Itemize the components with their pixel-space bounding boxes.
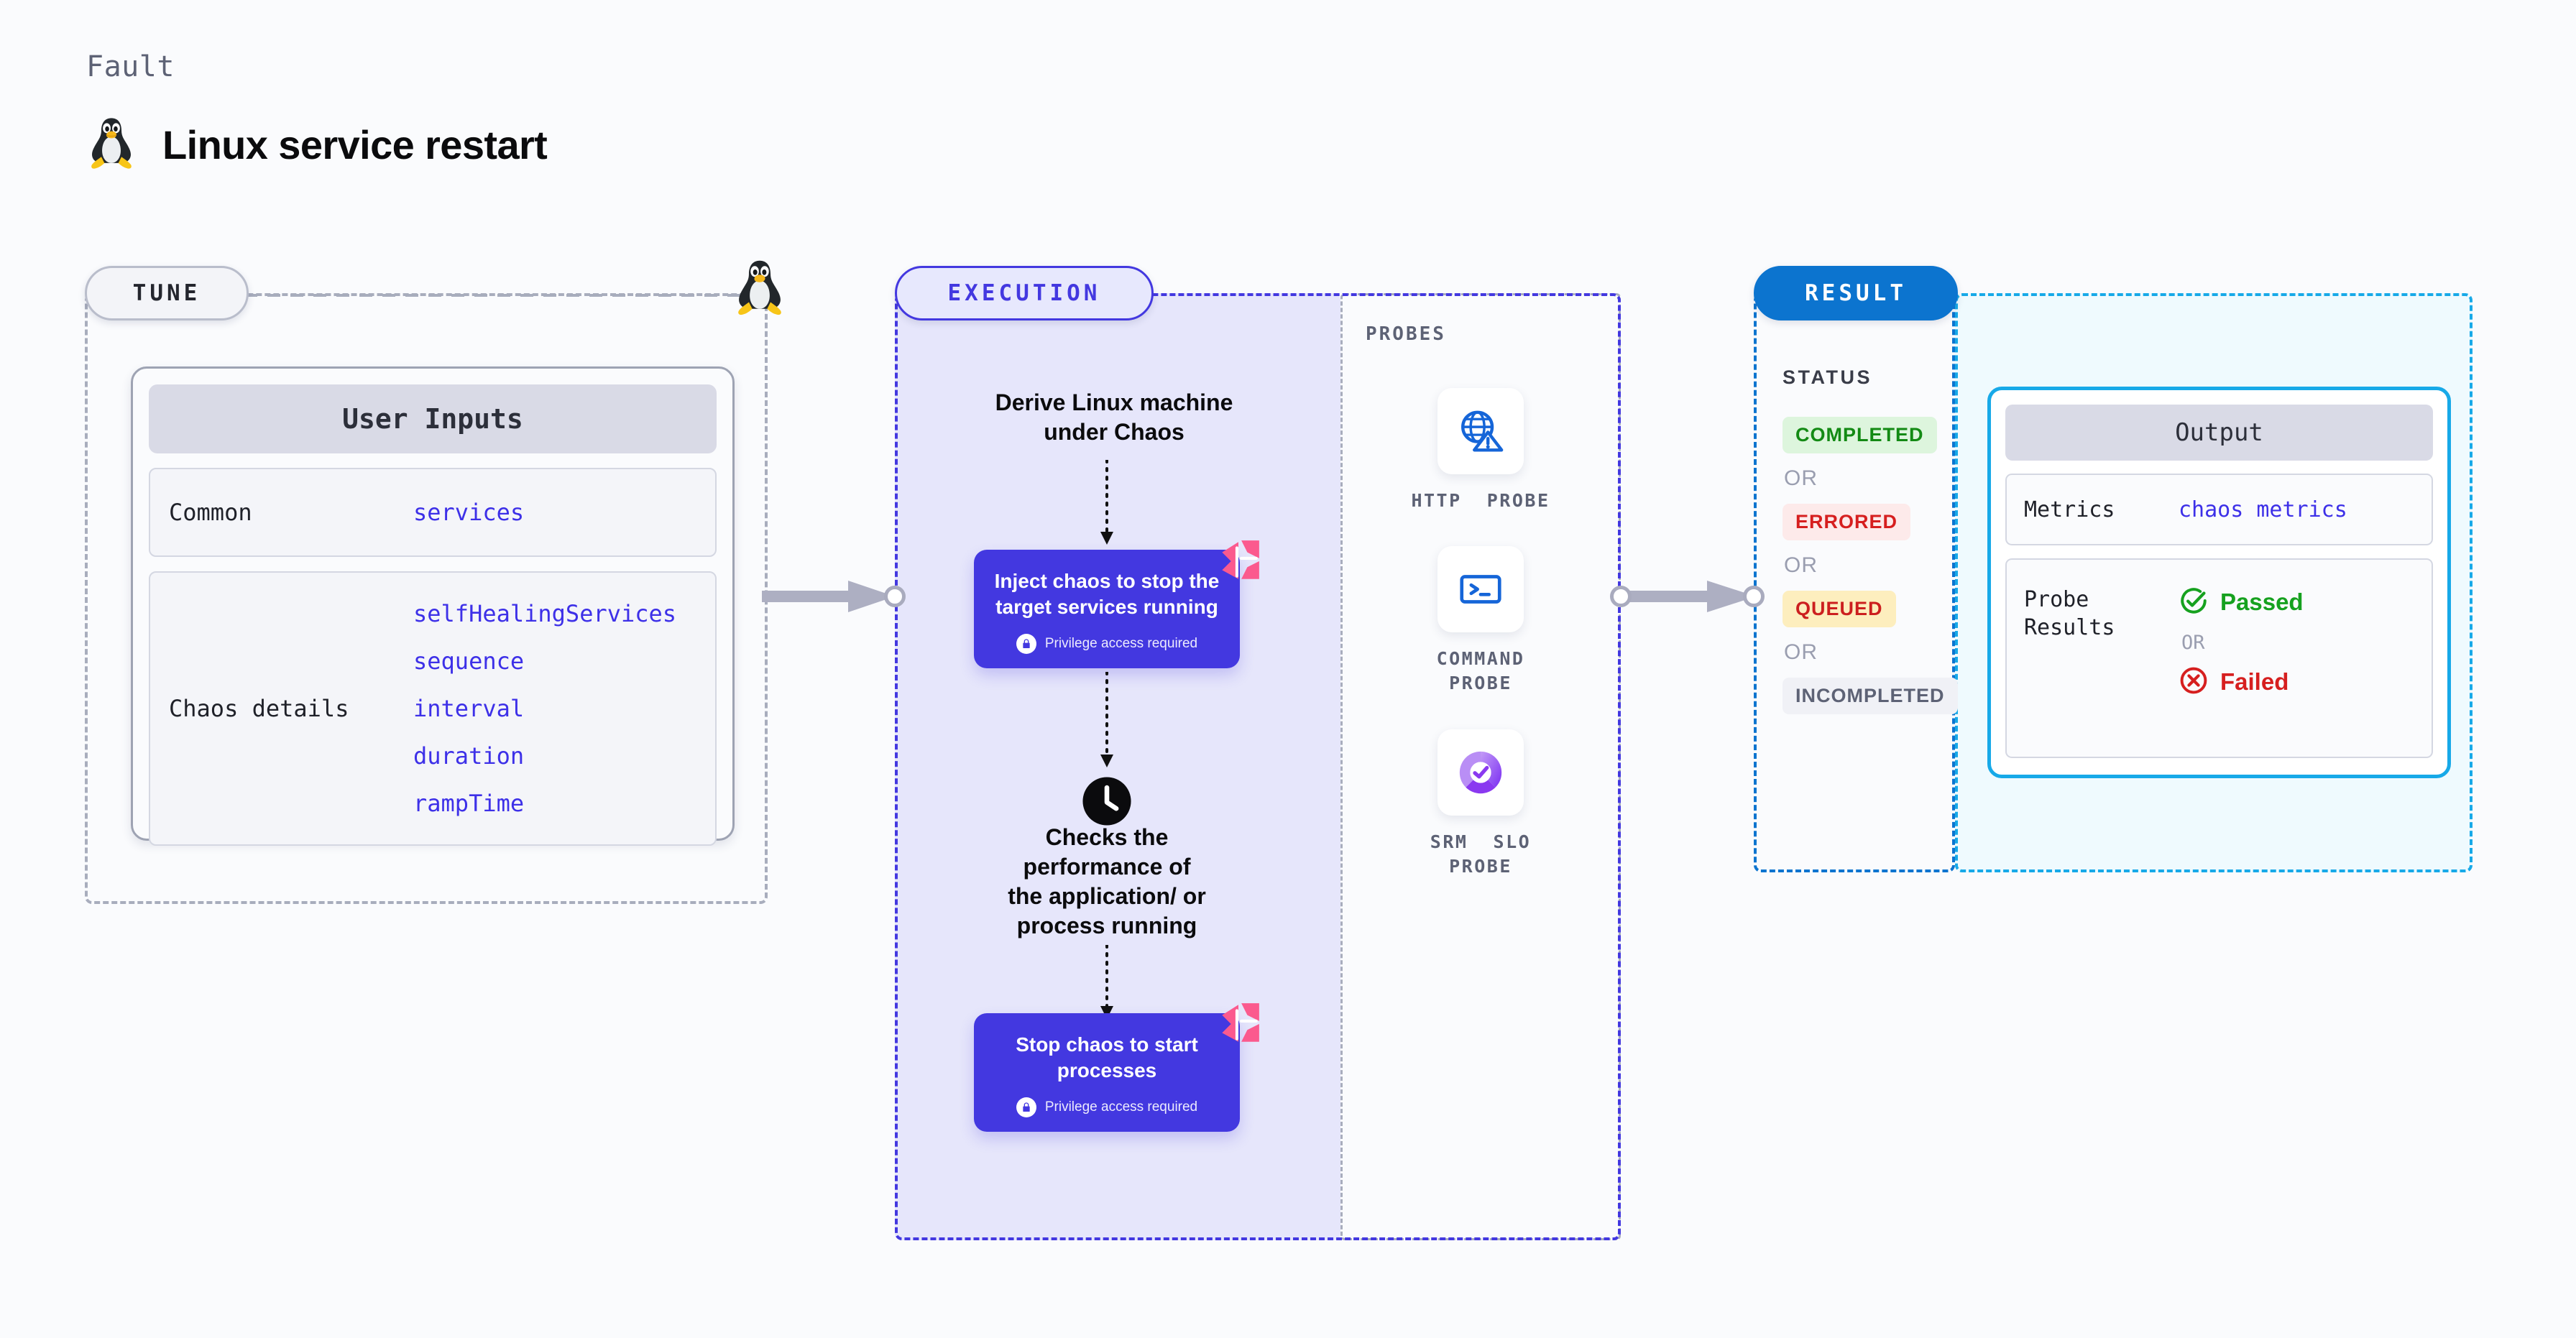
or-separator: OR (1784, 640, 1818, 664)
probe-result-failed-label: Failed (2220, 668, 2289, 695)
section-values: services (413, 499, 524, 526)
terminal-icon (1438, 546, 1524, 632)
or-separator: OR (1784, 466, 1818, 490)
check-circle-icon (2179, 586, 2209, 619)
status-badge-queued: QUEUED (1782, 591, 1896, 627)
slo-donut-check-icon (1438, 729, 1524, 816)
section-label: Chaos details (169, 695, 349, 722)
flow-arrow-3 (1100, 945, 1113, 1019)
probe-result-passed-label: Passed (2220, 589, 2304, 615)
tune-top-connector (244, 294, 776, 297)
input-value[interactable]: sequence (413, 647, 525, 675)
privilege-note-label: Privilege access required (1044, 635, 1198, 651)
probe-result-failed: Failed (2179, 665, 2304, 698)
input-value[interactable]: rampTime (413, 790, 525, 817)
page-title: Linux service restart (162, 121, 548, 167)
connector-node (884, 586, 906, 607)
output-section-metrics: Metrics chaos metrics (2005, 474, 2433, 545)
privilege-note: Privilege access required (987, 633, 1227, 654)
user-inputs-section-common: Common services (149, 468, 717, 557)
arrow-execution-to-result (1628, 581, 1756, 612)
x-circle-icon (2179, 665, 2209, 698)
harness-chaos-icon (1215, 1000, 1262, 1048)
connector-node (1610, 586, 1632, 607)
metrics-value[interactable]: chaos metrics (2179, 497, 2347, 522)
privilege-note-label: Privilege access required (1044, 1099, 1198, 1115)
probe-result-passed: Passed (2179, 586, 2304, 619)
or-separator: OR (1784, 553, 1818, 577)
page-eyebrow: Fault (86, 50, 175, 83)
metrics-label: Metrics (2024, 497, 2115, 522)
status-badge-completed: COMPLETED (1782, 417, 1937, 453)
privilege-note: Privilege access required (987, 1097, 1227, 1117)
section-values: selfHealingServices sequence interval du… (413, 600, 676, 817)
section-label: Common (169, 499, 252, 526)
execution-pill[interactable]: EXECUTION (895, 266, 1154, 320)
status-badge-incompleted: INCOMPLETED (1782, 678, 1958, 714)
status-list: COMPLETED OR ERRORED OR QUEUED OR INCOMP… (1782, 417, 1958, 714)
flow-arrow-2 (1100, 672, 1113, 767)
tune-pill[interactable]: TUNE (85, 266, 249, 320)
lock-icon (1016, 1097, 1036, 1117)
lock-icon (1016, 633, 1036, 654)
user-inputs-card: User Inputs Common services Chaos detail… (131, 366, 735, 846)
input-value[interactable]: duration (413, 742, 525, 770)
status-title: STATUS (1782, 366, 1872, 388)
input-value[interactable]: interval (413, 695, 525, 722)
input-value[interactable]: services (413, 499, 525, 526)
input-value[interactable]: selfHealingServices (413, 600, 677, 627)
user-inputs-title: User Inputs (149, 384, 717, 453)
user-inputs-section-chaos-details: Chaos details selfHealingServices sequen… (149, 571, 717, 846)
status-badge-errored: ERRORED (1782, 504, 1911, 540)
clock-icon (1082, 776, 1132, 826)
output-card-title: Output (2005, 405, 2433, 461)
globe-warning-icon (1438, 388, 1524, 474)
linux-penguin-icon (86, 115, 137, 174)
or-separator: OR (2181, 632, 2205, 654)
arrow-tune-to-execution (762, 581, 895, 612)
result-pill[interactable]: RESULT (1754, 266, 1958, 320)
page-title-row: Linux service restart (86, 115, 548, 174)
connector-node (1743, 586, 1765, 607)
harness-chaos-icon (1215, 537, 1262, 585)
flow-arrow-1 (1100, 460, 1113, 545)
execution-container (895, 293, 1621, 1240)
probe-item-http[interactable]: HTTP PROBE (1391, 388, 1570, 513)
probe-label: HTTP PROBE (1411, 490, 1550, 511)
linux-penguin-icon (733, 257, 786, 320)
probe-results-values: Passed OR Failed (2179, 586, 2304, 698)
probes-title: PROBES (1366, 323, 1446, 345)
